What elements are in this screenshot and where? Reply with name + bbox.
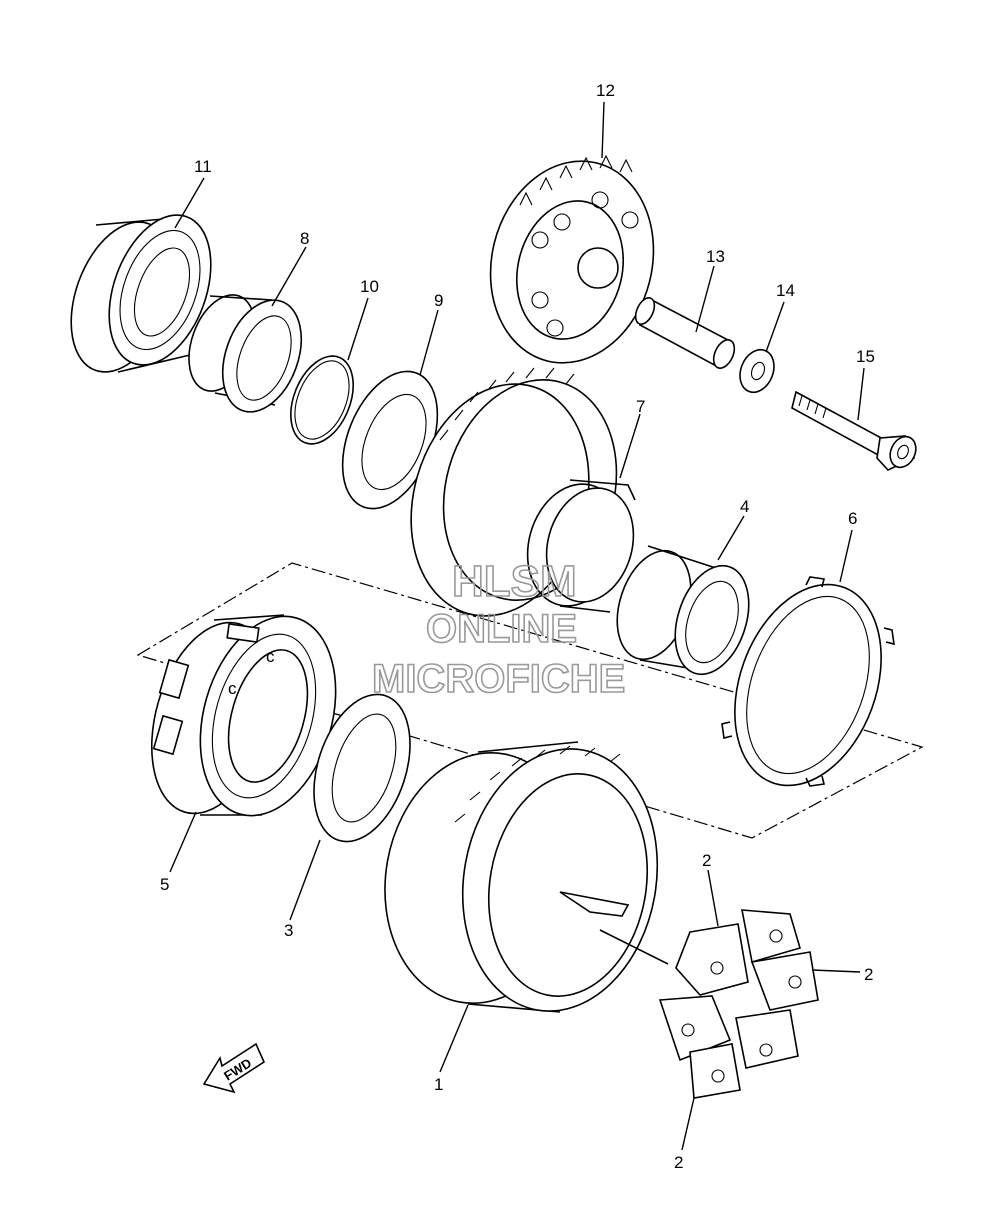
part-1-gear-housing xyxy=(384,741,669,1013)
callout-9: 9 xyxy=(434,291,443,310)
fwd-direction-arrow: FWD xyxy=(202,1042,266,1094)
callout-1: 1 xyxy=(434,1075,443,1094)
callout-14: 14 xyxy=(776,281,795,300)
part-5-clutch: c c xyxy=(150,614,337,817)
callout-6: 6 xyxy=(848,509,857,528)
part-11-bearing xyxy=(70,214,212,373)
callout-2: 2 xyxy=(864,965,873,984)
callout-2: 2 xyxy=(674,1153,683,1172)
part-10-ring xyxy=(290,355,354,445)
part-mark-c: c xyxy=(228,679,237,698)
callout-4: 4 xyxy=(740,497,749,516)
part-14-washer xyxy=(739,348,775,394)
leader-lines xyxy=(169,101,865,1151)
callout-13: 13 xyxy=(706,247,725,266)
watermark-line-1: HLSM xyxy=(452,557,577,606)
part-2-dampers xyxy=(658,909,819,1099)
callout-5: 5 xyxy=(160,875,169,894)
callout-12: 12 xyxy=(596,81,615,100)
part-12-idler-gear xyxy=(489,154,655,364)
part-mark-c: c xyxy=(266,647,275,666)
part-8-sleeve xyxy=(188,294,303,413)
callout-11: 11 xyxy=(194,157,212,176)
part-6-plate xyxy=(721,576,895,787)
callout-15: 15 xyxy=(856,347,875,366)
watermark-line-2: ONLINE xyxy=(426,607,577,651)
watermark-line-3: MICROFICHE xyxy=(372,657,625,701)
callout-labels: 11 8 10 9 12 13 14 15 7 4 6 5 3 1 2 2 2 xyxy=(160,81,875,1172)
part-7-gear xyxy=(410,367,636,617)
callout-2: 2 xyxy=(702,851,711,870)
part-3-washer xyxy=(313,693,411,843)
callout-10: 10 xyxy=(360,277,379,296)
assembly-boundary xyxy=(136,562,924,839)
callout-3: 3 xyxy=(284,921,293,940)
callout-7: 7 xyxy=(636,397,645,416)
callout-8: 8 xyxy=(300,229,309,248)
watermark: HLSM ONLINE MICROFICHE xyxy=(371,556,626,702)
part-4-sleeve xyxy=(616,545,750,676)
part-13-shaft xyxy=(634,296,736,370)
part-15-bolt xyxy=(791,390,917,471)
